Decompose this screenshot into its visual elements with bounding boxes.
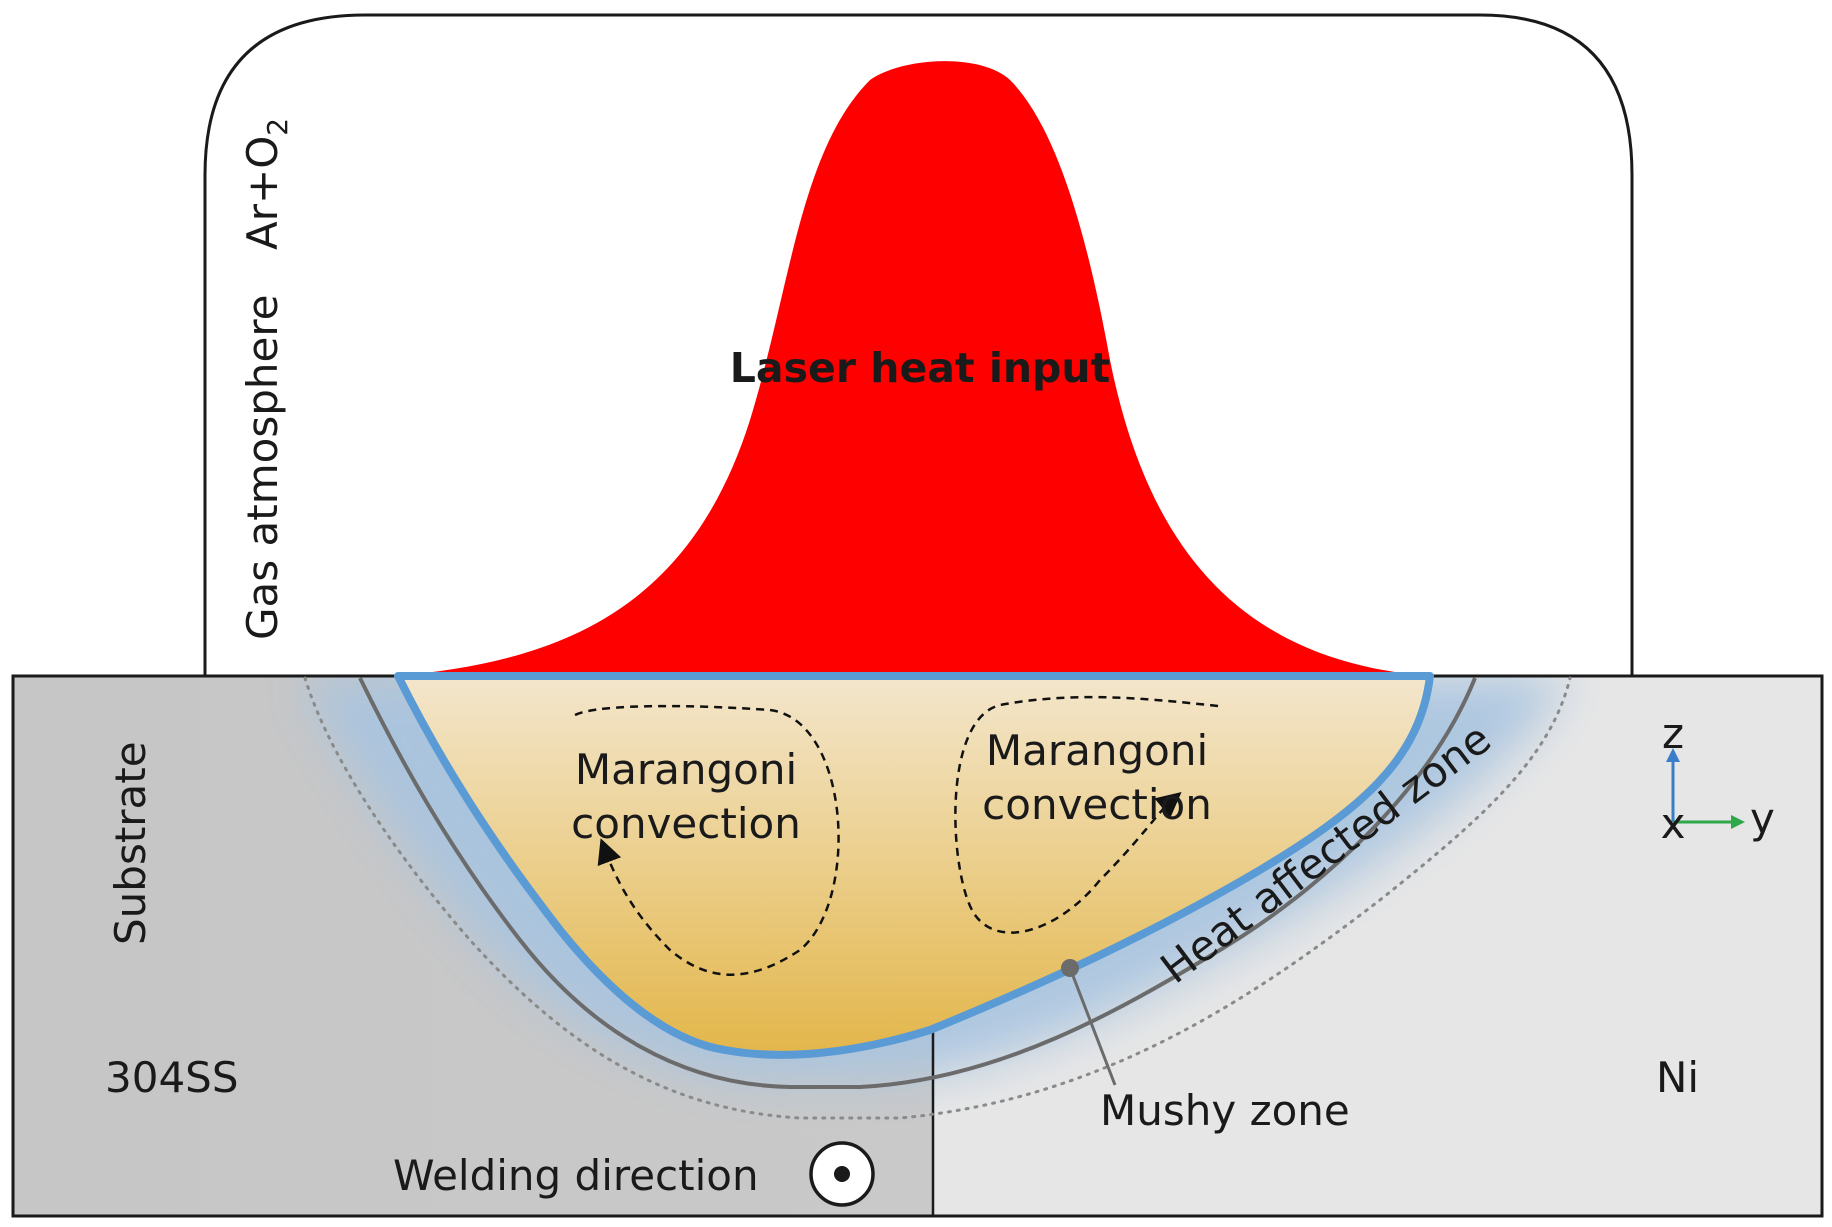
- convection-right-label-2: convection: [982, 780, 1212, 829]
- haz-boundary: [303, 676, 1572, 1120]
- mushy-zone-boundary: [358, 677, 1477, 1089]
- convection-loop-right: [954, 695, 1219, 934]
- convection-loop-left: [574, 704, 840, 976]
- laser-label: Laser heat input: [730, 344, 1110, 392]
- convection-left-label-1: Marangoni: [575, 745, 797, 794]
- convection-right-label-1: Marangoni: [986, 726, 1208, 775]
- right-material-label: Ni: [1656, 1053, 1699, 1102]
- x-axis-label: x: [1661, 799, 1686, 848]
- convection-left-label-2: convection: [571, 799, 801, 848]
- substrate-label: Substrate: [106, 741, 155, 945]
- z-axis-arrowhead: [1666, 748, 1680, 762]
- mushy-zone-leader: [1068, 967, 1117, 1086]
- y-axis-arrowhead: [1731, 815, 1745, 829]
- mushy-zone-marker: [1061, 959, 1079, 977]
- y-axis-label: y: [1750, 794, 1775, 843]
- mushy-zone-label: Mushy zone: [1100, 1086, 1350, 1135]
- left-material-label: 304SS: [105, 1053, 239, 1102]
- welding-direction-label: Welding direction: [393, 1151, 759, 1200]
- z-axis-label: z: [1662, 709, 1684, 758]
- gas-formula: Ar+O2: [238, 118, 294, 250]
- gas-atmosphere-label: Gas atmosphere: [238, 294, 287, 640]
- laser-heat-profile: [395, 61, 1430, 676]
- molten-pool: [394, 672, 1434, 1059]
- welding-direction-dot: [834, 1166, 850, 1182]
